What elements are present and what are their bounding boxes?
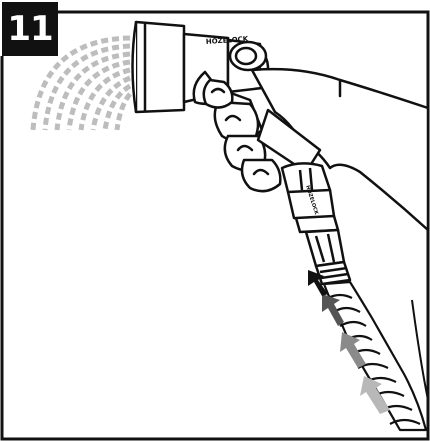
step-number-badge: 11 [2, 2, 58, 56]
hose-outline-right [412, 300, 428, 400]
expanding-hose [324, 282, 426, 430]
